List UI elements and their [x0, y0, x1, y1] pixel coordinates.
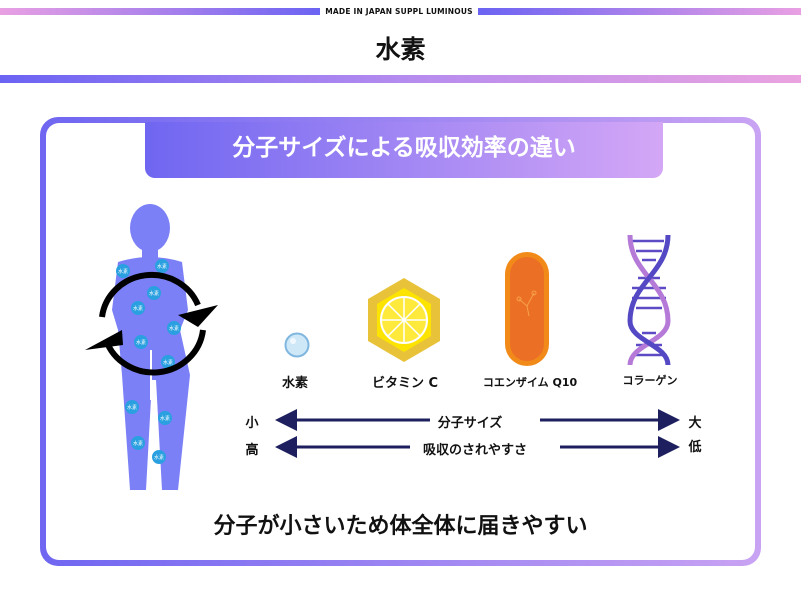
hydrogen-badge: [134, 335, 148, 349]
molecule-label: コエンザイム Q10: [482, 376, 578, 389]
hydrogen-badge: [131, 436, 145, 450]
hydrogen-badge-label: 水素: [133, 305, 143, 312]
top-gradient-bar-right: [478, 8, 801, 15]
scale-arrows: [275, 409, 680, 458]
collagen-dna-icon: [627, 234, 671, 366]
hydrogen-bubble-icon: [284, 332, 310, 358]
hydrogen-badge: [147, 286, 161, 300]
scale-left-label: 小: [245, 416, 259, 431]
hydrogen-badge-label: 水素: [127, 404, 137, 411]
scale-center-label: 分子サイズ: [437, 416, 503, 431]
scale-right-label: 大: [688, 416, 702, 431]
hydrogen-badge: [152, 450, 166, 464]
header-divider: [0, 75, 801, 83]
page-title: 水素: [375, 35, 426, 64]
hydrogen-badge: [155, 259, 169, 273]
molecule-label: コラーゲン: [622, 374, 678, 387]
brand-text: MADE IN JAPAN SUPPL LUMINOUS: [325, 7, 473, 16]
hydrogen-badge-label: 水素: [160, 415, 170, 422]
scale-left-label: 高: [245, 443, 259, 458]
vitamin-c-lemon-icon: [368, 278, 440, 362]
scale-right-label: 低: [688, 440, 702, 455]
top-gradient-bar-left: [0, 8, 320, 15]
molecule-label: ビタミン C: [371, 376, 439, 391]
hydrogen-badge: [131, 301, 145, 315]
hydrogen-badge-label: 水素: [149, 290, 159, 297]
hydrogen-badge-label: 水素: [163, 359, 173, 366]
hydrogen-badge: [158, 411, 172, 425]
hydrogen-badge: [125, 400, 139, 414]
hydrogen-badge-label: 水素: [157, 263, 167, 270]
hydrogen-badge-label: 水素: [118, 268, 128, 275]
hydrogen-badge-label: 水素: [154, 454, 164, 461]
coenzyme-q10-capsule-icon: [505, 252, 549, 366]
hydrogen-badge-label: 水素: [133, 440, 143, 447]
molecule-label: 水素: [281, 376, 308, 391]
hydrogen-badge: [161, 355, 175, 369]
section-title: 分子サイズによる吸収効率の違い: [145, 122, 663, 178]
hydrogen-badge-label: 水素: [136, 339, 146, 346]
hydrogen-badge: [116, 264, 130, 278]
scale-center-label: 吸収のされやすさ: [422, 443, 527, 458]
hydrogen-badge: [167, 321, 181, 335]
conclusion-text: 分子が小さいため体全体に届きやすい: [213, 514, 588, 539]
hydrogen-badge-label: 水素: [169, 325, 179, 332]
